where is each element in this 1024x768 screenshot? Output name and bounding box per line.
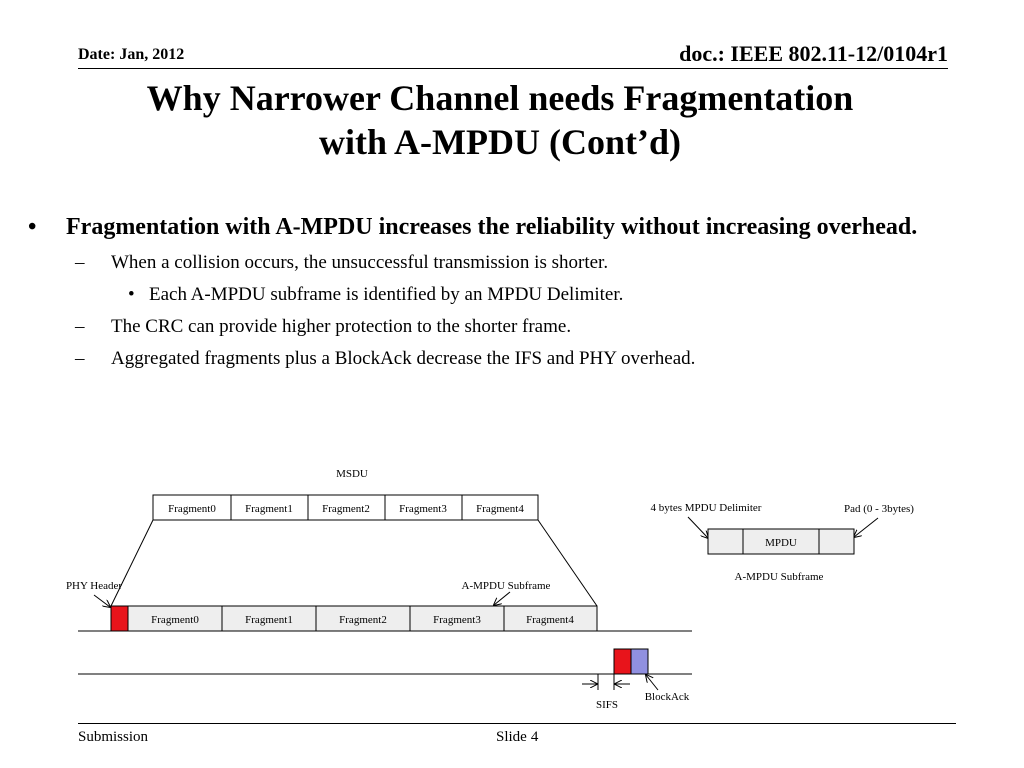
bullet-sub-1-text: When a collision occurs, the unsuccessfu… [111, 252, 609, 273]
title-line-2: with A-MPDU (Cont’d) [319, 122, 681, 162]
header-date: Date: Jan, 2012 [78, 46, 185, 63]
mpdu-label: MPDU [765, 537, 797, 549]
header-divider [78, 68, 948, 69]
msdu-fragment-label: Fragment4 [476, 503, 524, 515]
bullet-main: • Fragmentation with A-MPDU increases th… [28, 212, 988, 242]
ampdu-fragment-box [409, 605, 505, 632]
ampdu-fragment-row: Fragment0 Fragment1 Fragment2 Fragment3 … [127, 605, 598, 632]
slide-number: 4 [530, 729, 539, 745]
bullet-sub-3-text: Aggregated fragments plus a BlockAck dec… [111, 348, 696, 369]
sifs-label: SIFS [596, 699, 618, 711]
msdu-fragment-label: Fragment1 [245, 503, 293, 515]
ampdu-fragment-box [503, 605, 598, 632]
expansion-line-left [110, 519, 154, 607]
bullet-main-text: Fragmentation with A-MPDU increases the … [66, 214, 918, 240]
footer-divider [78, 723, 956, 724]
ampdu-subframe-label: A-MPDU Subframe [462, 580, 551, 592]
pad-box [818, 528, 855, 555]
bullet-list: • Fragmentation with A-MPDU increases th… [28, 212, 988, 370]
bullet-dot-icon: • [28, 214, 37, 240]
ampdu-fragment-box [221, 605, 317, 632]
blockack-arrow [646, 675, 659, 691]
msdu-label: MSDU [336, 468, 368, 480]
msdu-fragment-row: Fragment0 Fragment1 Fragment2 Fragment3 … [152, 494, 539, 521]
msdu-fragment-box [461, 494, 539, 521]
blockack-phy-header-block [613, 648, 632, 675]
bullet-sub-1: – When a collision occurs, the unsuccess… [28, 252, 988, 274]
phy-header-label: PHY Header [66, 580, 122, 592]
phy-header-arrow [93, 594, 110, 607]
bullet-dot-icon: • [128, 284, 135, 305]
bullet-sub-2: – The CRC can provide higher protection … [28, 316, 988, 338]
pad-arrow [854, 517, 879, 537]
delimiter-label: 4 bytes MPDU Delimiter [651, 502, 762, 514]
expansion-line-right [537, 519, 598, 607]
ampdu-fragment-label: Fragment0 [151, 614, 199, 626]
mpdu-box [742, 528, 820, 555]
phy-header-block [110, 605, 129, 632]
pad-label: Pad (0 - 3bytes) [844, 503, 914, 515]
title-line-1: Why Narrower Channel needs Fragmentation [146, 78, 854, 118]
ampdu-fragment-label: Fragment3 [433, 614, 481, 626]
dash-icon: – [75, 316, 85, 337]
msdu-fragment-label: Fragment0 [168, 503, 216, 515]
footer-submission: Submission [78, 729, 149, 745]
ampdu-fragment-label: Fragment4 [526, 614, 574, 626]
dash-icon: – [75, 348, 85, 369]
bullet-sub-1a-text: Each A-MPDU subframe is identified by an… [149, 284, 624, 305]
slide-title: Why Narrower Channel needs Fragmentation… [0, 76, 1000, 164]
subframe-caption: A-MPDU Subframe [735, 571, 824, 583]
bullet-sub-1a: • Each A-MPDU subframe is identified by … [28, 284, 988, 306]
header-doc-id: doc.: IEEE 802.11-12/0104r1 [679, 41, 948, 66]
bullet-sub-3: – Aggregated fragments plus a BlockAck d… [28, 348, 988, 370]
blockack-label: BlockAck [645, 691, 690, 703]
ampdu-fragment-label: Fragment2 [339, 614, 387, 626]
msdu-fragment-label: Fragment2 [322, 503, 370, 515]
msdu-fragment-box [307, 494, 386, 521]
blockack-block [630, 648, 649, 675]
ampdu-fragment-label: Fragment1 [245, 614, 293, 626]
dash-icon: – [75, 252, 85, 273]
msdu-fragment-label: Fragment3 [399, 503, 447, 515]
bullet-sub-2-text: The CRC can provide higher protection to… [111, 316, 572, 337]
delimiter-box [707, 528, 744, 555]
delimiter-arrow [687, 516, 708, 538]
msdu-fragment-box [152, 494, 232, 521]
ampdu-subframe-arrow [494, 591, 511, 605]
slide-word: Slide [496, 729, 527, 745]
